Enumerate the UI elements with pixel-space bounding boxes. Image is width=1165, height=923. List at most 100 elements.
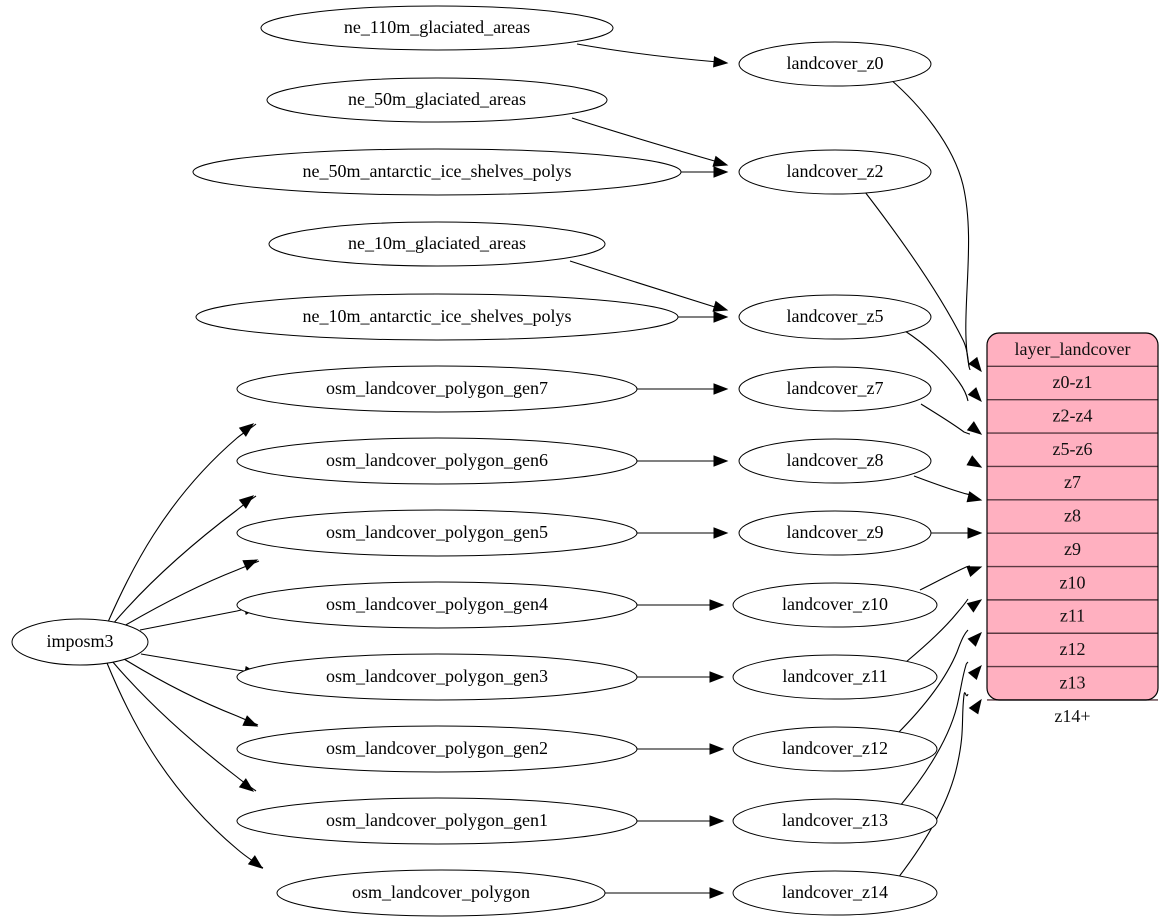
- node-ellipse: [738, 294, 932, 340]
- landcover-node-landcover_z9[interactable]: landcover_z9: [738, 510, 932, 556]
- node-label: osm_landcover_polygon_gen4: [326, 594, 548, 614]
- arrow-to-gen5: [242, 559, 259, 571]
- osm-node-osm_landcover_polygon_gen7[interactable]: osm_landcover_polygon_gen7: [236, 365, 638, 413]
- node-ellipse: [236, 581, 638, 629]
- landcover-node-landcover_z2[interactable]: landcover_z2: [738, 149, 932, 195]
- arrow-to-z0: [713, 56, 729, 68]
- edge-ne_110m_glaciated_areas-to-landcover_z0: [576, 43, 719, 63]
- edge-landcover_z7-to-row_z7: [920, 403, 971, 435]
- table-row-z11[interactable]: z11: [1060, 606, 1085, 626]
- ne-node-ne_10m_antarctic_ice_shelves_polys[interactable]: ne_10m_antarctic_ice_shelves_polys: [195, 293, 679, 341]
- node-label: osm_landcover_polygon_gen5: [326, 522, 548, 542]
- node-label: osm_landcover_polygon_gen2: [326, 738, 548, 758]
- node-ellipse: [11, 618, 149, 666]
- osm-node-osm_landcover_polygon_gen6[interactable]: osm_landcover_polygon_gen6: [236, 437, 638, 485]
- table-row-z13[interactable]: z13: [1060, 672, 1086, 692]
- table-row-z10[interactable]: z10: [1060, 572, 1086, 592]
- node-label: landcover_z5: [787, 306, 884, 326]
- edge-landcover_z13-to-row_z13: [899, 661, 969, 807]
- edge-imposm3-to-osm_landcover_polygon_gen2: [123, 658, 259, 726]
- node-ellipse: [732, 582, 938, 628]
- node-label: osm_landcover_polygon_gen3: [326, 666, 548, 686]
- table-row-z0_z1[interactable]: z0-z1: [1053, 372, 1093, 392]
- node-label: ne_50m_antarctic_ice_shelves_polys: [303, 161, 572, 181]
- node-ellipse: [732, 870, 938, 916]
- node-ellipse: [236, 797, 638, 845]
- arrow-to-z8: [713, 455, 729, 467]
- node-ellipse: [192, 148, 682, 196]
- landcover-node-landcover_z11[interactable]: landcover_z11: [732, 654, 938, 700]
- landcover-nodes-layer: landcover_z0 landcover_z2 landcover_z5land…: [732, 41, 938, 916]
- ne-node-ne_50m_glaciated_areas[interactable]: ne_50m_glaciated_areas: [266, 77, 608, 123]
- node-ellipse: [732, 654, 938, 700]
- ne-node-ne_110m_glaciated_areas[interactable]: ne_110m_glaciated_areas: [260, 5, 614, 51]
- edge-imposm3-to-osm_landcover_polygon_gen4: [139, 606, 259, 631]
- node-label: ne_10m_antarctic_ice_shelves_polys: [303, 306, 572, 326]
- layer-landcover-node[interactable]: layer_landcoverz0-z1z2-z4z5-z6z7z8z9z10z…: [986, 332, 1159, 726]
- landcover-node-landcover_z0[interactable]: landcover_z0: [738, 41, 932, 87]
- ne-node-ne_10m_glaciated_areas[interactable]: ne_10m_glaciated_areas: [268, 221, 606, 267]
- node-ellipse: [738, 366, 932, 412]
- edge-landcover_z8-to-row_z8: [913, 475, 971, 496]
- node-ellipse: [236, 653, 638, 701]
- osm-node-osm_landcover_polygon[interactable]: osm_landcover_polygon: [276, 869, 606, 917]
- osm-node-osm_landcover_polygon_gen2[interactable]: osm_landcover_polygon_gen2: [236, 725, 638, 773]
- node-ellipse: [266, 77, 608, 123]
- edge-landcover_z5-to-row_z5_z6: [904, 330, 969, 402]
- table-row-z12[interactable]: z12: [1060, 639, 1086, 659]
- arrow-to-z12: [709, 743, 725, 755]
- arrow-to-z2-a: [712, 155, 729, 167]
- landcover-node-landcover_z14[interactable]: landcover_z14: [732, 870, 938, 916]
- edge-imposm3-to-osm_landcover_polygon_gen3: [140, 653, 259, 674]
- edge-imposm3-to-osm_landcover_polygon_gen7: [107, 423, 257, 623]
- node-label: landcover_z10: [782, 594, 888, 614]
- arrow-to-z5-b: [713, 311, 729, 323]
- edge-ne_50m_glaciated_areas-to-landcover_z2: [571, 117, 719, 163]
- edge-landcover_z2-to-row_z2_z4: [864, 191, 970, 368]
- landcover-node-landcover_z5[interactable]: landcover_z5: [738, 294, 932, 340]
- natural-earth-nodes-layer: ne_110m_glaciated_areas ne_50m_glaciated_…: [192, 5, 682, 341]
- arrow-to-gen7: [238, 423, 255, 437]
- node-ellipse: [732, 726, 938, 772]
- landcover-node-landcover_z8[interactable]: landcover_z8: [738, 438, 932, 484]
- edge-ne_10m_glaciated_areas-to-landcover_z5: [569, 260, 719, 309]
- node-label: osm_landcover_polygon_gen7: [326, 378, 548, 398]
- node-label: ne_110m_glaciated_areas: [344, 17, 530, 37]
- node-label: landcover_z11: [782, 666, 887, 686]
- osm-node-osm_landcover_polygon_gen3[interactable]: osm_landcover_polygon_gen3: [236, 653, 638, 701]
- osm-node-osm_landcover_polygon_gen4[interactable]: osm_landcover_polygon_gen4: [236, 581, 638, 629]
- table-row-z14plus[interactable]: z14+: [1054, 706, 1090, 726]
- landcover-node-landcover_z7[interactable]: landcover_z7: [738, 366, 932, 412]
- landcover-node-landcover_z12[interactable]: landcover_z12: [732, 726, 938, 772]
- edge-landcover_z10-to-row_z10: [919, 565, 971, 591]
- table-row-z8[interactable]: z8: [1064, 506, 1081, 526]
- table-row-z5_z6[interactable]: z5-z6: [1053, 439, 1093, 459]
- source-node-imposm3[interactable]: imposm3: [11, 618, 149, 666]
- arrow-row-z5z6: [966, 421, 983, 435]
- table-row-z7[interactable]: z7: [1064, 472, 1081, 492]
- arrow-to-z5-a: [712, 300, 729, 312]
- node-label: landcover_z0: [787, 53, 884, 73]
- node-ellipse: [738, 438, 932, 484]
- node-label: landcover_z12: [782, 738, 888, 758]
- node-label: landcover_z14: [782, 882, 888, 902]
- arrow-to-gen6: [238, 495, 255, 509]
- table-row-z2_z4[interactable]: z2-z4: [1053, 406, 1093, 426]
- edges-layer: [106, 43, 971, 894]
- arrow-row-z14: [968, 698, 982, 715]
- node-label: imposm3: [46, 631, 113, 651]
- table-row-z9[interactable]: z9: [1064, 539, 1081, 559]
- node-ellipse: [195, 293, 679, 341]
- osm-node-osm_landcover_polygon_gen5[interactable]: osm_landcover_polygon_gen5: [236, 509, 638, 557]
- arrow-to-z14: [709, 887, 725, 899]
- landcover-node-landcover_z13[interactable]: landcover_z13: [732, 798, 938, 844]
- edge-imposm3-to-osm_landcover_polygon_gen5: [123, 560, 260, 627]
- arrow-row-z8: [966, 491, 983, 503]
- arrow-row-z9: [967, 527, 983, 539]
- ne-node-ne_50m_antarctic_ice_shelves_polys[interactable]: ne_50m_antarctic_ice_shelves_polys: [192, 148, 682, 196]
- layer-landcover-table: layer_landcoverz0-z1z2-z4z5-z6z7z8z9z10z…: [986, 332, 1159, 726]
- table-outline: [986, 332, 1159, 701]
- osm-node-osm_landcover_polygon_gen1[interactable]: osm_landcover_polygon_gen1: [236, 797, 638, 845]
- landcover-node-landcover_z10[interactable]: landcover_z10: [732, 582, 938, 628]
